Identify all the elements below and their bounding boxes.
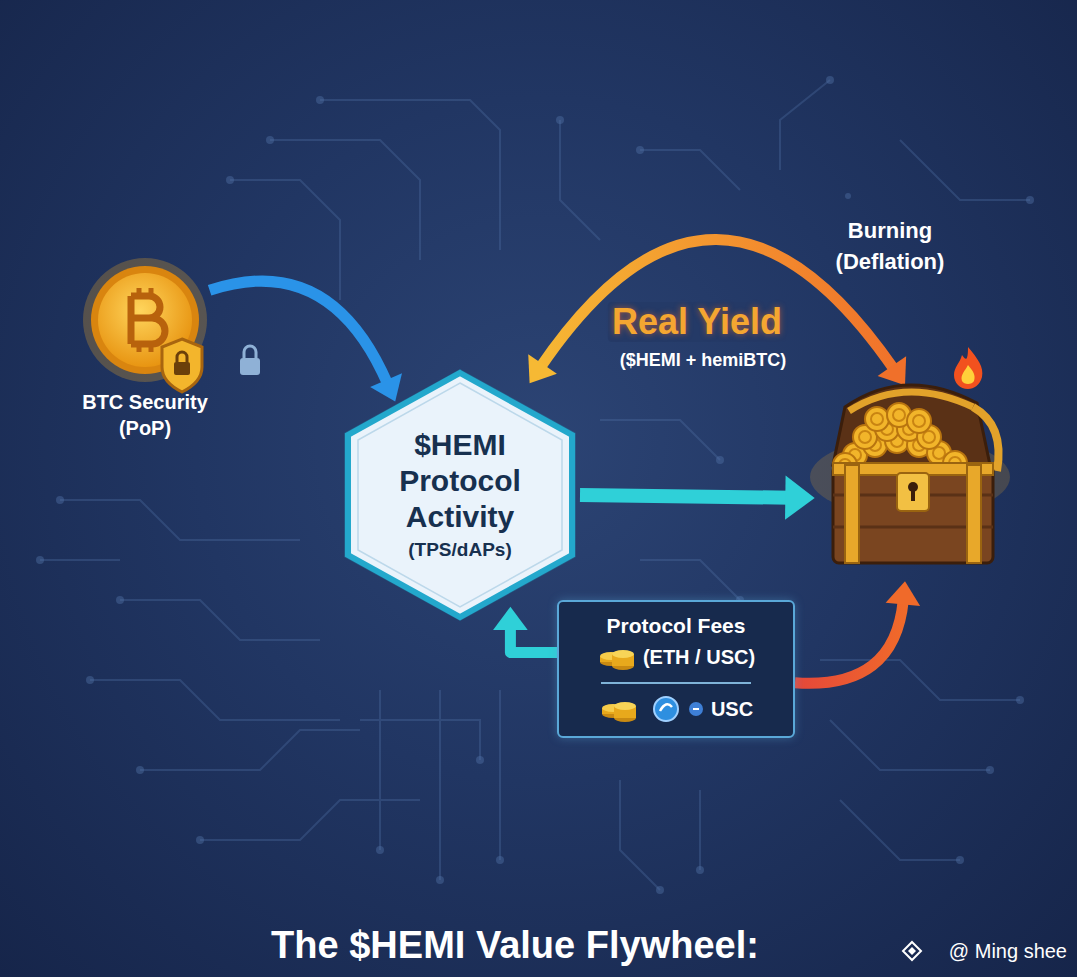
hexagon-text: $HEMI Protocol Activity(TPS/dAPs) — [380, 365, 540, 625]
connector — [795, 600, 903, 684]
node-subtext: (TPS/dAPs) — [408, 537, 511, 563]
token-icon — [687, 694, 705, 724]
watermark-diamond — [903, 942, 921, 960]
coin-node: BTC Security (PoP) — [50, 255, 240, 441]
divider-line — [601, 682, 751, 684]
yield-subtitle: ($HEMI + hemiBTC) — [620, 348, 787, 372]
arrowhead — [878, 356, 907, 385]
arrowhead — [370, 373, 402, 401]
box-heading: Protocol Fees — [571, 612, 781, 640]
treasure-chest — [805, 345, 1015, 590]
fee-box: Protocol Fees (ETH / USC) USC — [557, 600, 795, 738]
watermark: @ Ming shee — [949, 938, 1067, 964]
fee-row: (ETH / USC) — [571, 642, 781, 672]
fee-row: USC — [571, 694, 781, 724]
arrowhead — [493, 607, 528, 630]
arrowhead — [886, 581, 921, 606]
edge-label: Real Yield — [608, 302, 786, 342]
coin-stack-icon — [599, 694, 639, 724]
diagram-title: The $HEMI Value Flywheel: — [0, 922, 1030, 968]
bitcoin-coin — [70, 255, 220, 395]
arrowhead — [528, 354, 557, 383]
node-heading: $HEMI Protocol Activity — [380, 427, 540, 535]
box-text: USC — [711, 695, 753, 723]
token-icon — [651, 694, 681, 724]
node-label: BTC Security (PoP) — [50, 389, 240, 441]
node-heading: Burning (Deflation) — [810, 215, 970, 277]
hexagon-node: $HEMI Protocol Activity(TPS/dAPs) — [340, 365, 580, 625]
padlock-icon — [240, 346, 260, 375]
circuit-traces — [40, 80, 1030, 890]
circuit-pads — [36, 76, 1034, 894]
connector — [210, 281, 388, 384]
connector — [580, 495, 791, 498]
coin-stack-icon — [597, 642, 637, 672]
box-subtext: (ETH / USC) — [643, 643, 755, 671]
arrowhead — [785, 476, 815, 520]
chest-node: Burning (Deflation) — [800, 215, 1010, 585]
